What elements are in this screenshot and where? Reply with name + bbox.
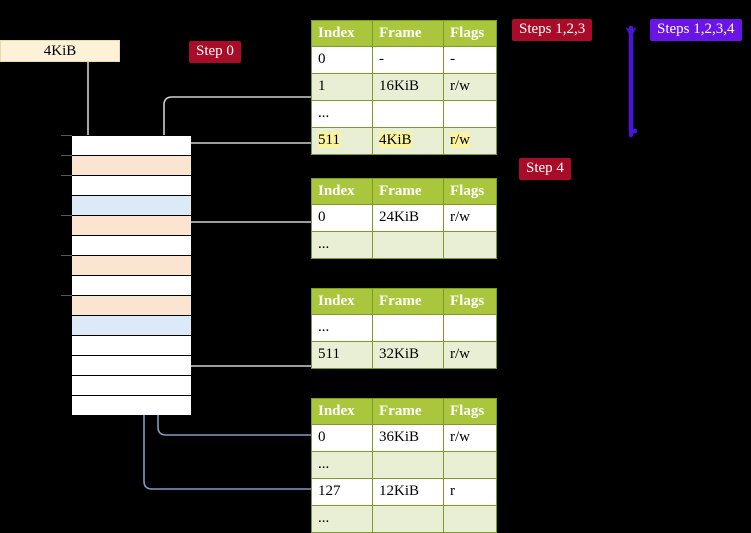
wire-steps-bracket (625, 25, 638, 138)
memory-cell (72, 395, 191, 415)
cell-frame (372, 314, 444, 342)
frame-size-label: 4KiB (0, 40, 120, 62)
memory-tick-mark (61, 135, 72, 136)
cell-frame: 32KiB (372, 341, 444, 369)
table-row: ... (311, 231, 497, 259)
cell-index: 0 (311, 424, 373, 452)
column-header-index: Index (311, 398, 373, 425)
memory-cell (72, 275, 191, 295)
column-header-frame: Frame (372, 398, 444, 425)
cell-frame: 4KiB (372, 127, 444, 155)
memory-cell (72, 175, 191, 195)
cell-flags: - (443, 46, 497, 74)
column-header-index: Index (311, 20, 373, 47)
cell-index: 511 (311, 341, 373, 369)
column-header-flags: Flags (443, 398, 497, 425)
memory-cell (72, 135, 191, 155)
cell-index: ... (311, 505, 373, 533)
cell-flags (443, 451, 497, 479)
memory-cell (72, 155, 191, 175)
memory-tick-mark (61, 175, 72, 176)
table-row: ... (311, 314, 497, 342)
cell-index: 1 (311, 73, 373, 101)
cell-frame (372, 231, 444, 259)
cell-index: ... (311, 451, 373, 479)
column-header-flags: Flags (443, 178, 497, 205)
cell-frame: - (372, 46, 444, 74)
memory-cell (72, 235, 191, 255)
column-header-index: Index (311, 178, 373, 205)
memory-cell (72, 255, 191, 275)
cell-flags: r (443, 478, 497, 506)
cell-flags (443, 505, 497, 533)
cell-index: 127 (311, 478, 373, 506)
cell-index: ... (311, 314, 373, 342)
memory-tick-mark (61, 255, 72, 256)
cell-index: ... (311, 100, 373, 128)
badge-step-0: Step 0 (189, 41, 241, 63)
memory-cell (72, 295, 191, 315)
cell-flags (443, 100, 497, 128)
cell-frame: 12KiB (372, 478, 444, 506)
cell-flags: r/w (443, 424, 497, 452)
column-header-frame: Frame (372, 288, 444, 315)
cell-flags: r/w (443, 204, 497, 232)
column-header-flags: Flags (443, 20, 497, 47)
cell-flags: r/w (443, 73, 497, 101)
memory-tick-mark (61, 155, 72, 156)
cell-flags: r/w (443, 341, 497, 369)
cell-frame (372, 505, 444, 533)
table-row: ... (311, 451, 497, 479)
cell-flags (443, 231, 497, 259)
column-header-frame: Frame (372, 178, 444, 205)
wire-pd-row511-to-memory (170, 312, 311, 367)
memory-cell (72, 375, 191, 395)
cell-index: 511 (311, 127, 373, 155)
cell-frame: 36KiB (372, 424, 444, 452)
cell-frame: 16KiB (372, 73, 444, 101)
cell-index: 0 (311, 46, 373, 74)
column-header-index: Index (311, 288, 373, 315)
cell-flags (443, 314, 497, 342)
memory-cell (72, 315, 191, 335)
cell-frame: 24KiB (372, 204, 444, 232)
cell-frame (372, 451, 444, 479)
cell-index: ... (311, 231, 373, 259)
cell-index: 0 (311, 204, 373, 232)
memory-cell (72, 195, 191, 215)
table-row: 0-- (311, 46, 497, 74)
memory-cell (72, 335, 191, 355)
table-row: ... (311, 505, 497, 533)
cell-frame (372, 100, 444, 128)
memory-cell (72, 355, 191, 375)
badge-steps-1234: Steps 1,2,3,4 (650, 19, 742, 41)
column-header-frame: Frame (372, 20, 444, 47)
badge-steps-123: Steps 1,2,3 (512, 19, 593, 41)
physical-memory-column (71, 135, 191, 415)
memory-cell (72, 215, 191, 235)
badge-step-4: Step 4 (519, 158, 571, 180)
column-header-flags: Flags (443, 288, 497, 315)
cell-flags: r/w (443, 127, 497, 155)
wire-pdpt-row0-to-memory (177, 221, 311, 266)
memory-tick-mark (61, 295, 72, 296)
table-row: ... (311, 100, 497, 128)
memory-tick-mark (61, 215, 72, 216)
